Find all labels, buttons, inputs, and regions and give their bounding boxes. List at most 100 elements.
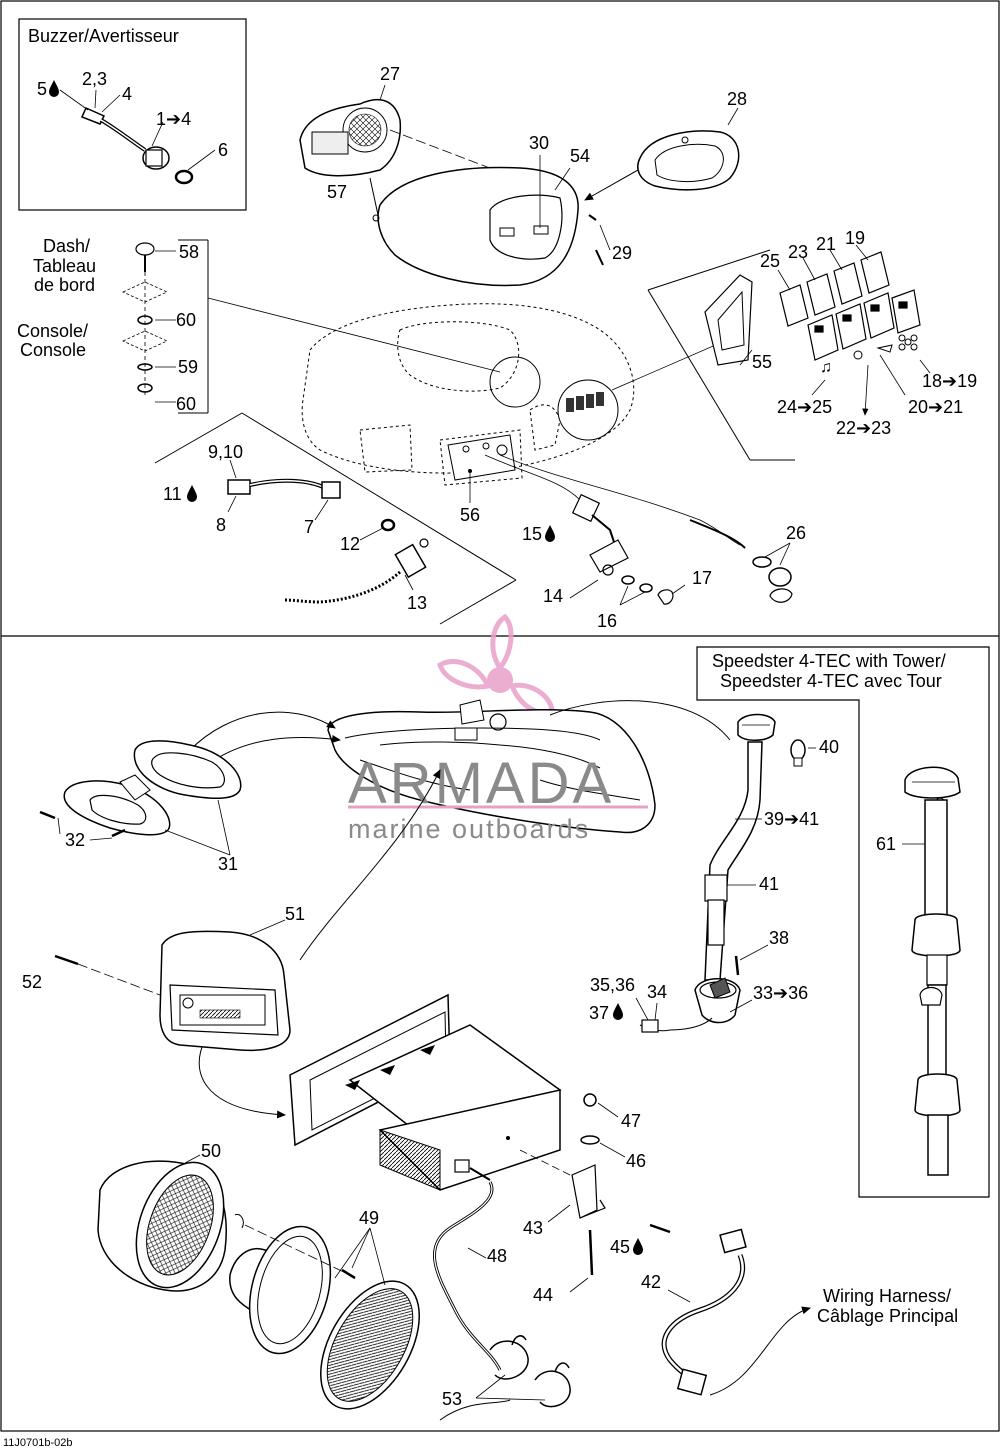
wiring-note-2: Câblage Principal — [817, 1306, 958, 1326]
callout-14: 14 — [543, 586, 563, 606]
callout-17: 17 — [692, 568, 712, 588]
callout-47: 47 — [621, 1111, 641, 1131]
switch-bank-small — [566, 392, 604, 412]
callout-24-25: 24➔25 — [777, 397, 832, 417]
callout-51: 51 — [285, 904, 305, 924]
detail-circle-1 — [489, 356, 541, 408]
console-switch-panel — [447, 434, 741, 606]
callout-13: 13 — [407, 593, 427, 613]
switch-buttons — [807, 289, 921, 361]
callout-34: 34 — [647, 982, 667, 1002]
callout-9-10: 9,10 — [208, 442, 243, 462]
callout-59: 59 — [178, 357, 198, 377]
wiring-harness — [661, 1228, 747, 1396]
callout-11: 11 — [163, 484, 182, 504]
bilge-icon — [853, 350, 863, 360]
callout-42: 42 — [641, 1272, 661, 1292]
callout-31: 31 — [218, 854, 238, 874]
callout-50: 50 — [201, 1141, 221, 1161]
callout-49: 49 — [359, 1208, 379, 1228]
callout-1-4: 1➔4 — [156, 109, 191, 129]
callout-57: 57 — [327, 182, 347, 202]
callout-30: 30 — [529, 133, 549, 153]
callout-60b: 60 — [176, 394, 196, 414]
console-body — [301, 303, 635, 486]
callout-58: 58 — [179, 242, 199, 262]
callout-33-36: 33➔36 — [753, 983, 808, 1003]
switch-plate — [704, 274, 753, 366]
callout-41: 41 — [759, 874, 779, 894]
callout-54: 54 — [570, 146, 590, 166]
callout-48: 48 — [487, 1246, 507, 1266]
callout-27: 27 — [380, 64, 400, 84]
mounting-bracket — [547, 1093, 671, 1293]
callout-6: 6 — [218, 140, 228, 160]
callout-18-19: 18➔19 — [922, 371, 977, 391]
console-note-1: Console/ — [17, 321, 88, 341]
gauge-cluster — [299, 84, 496, 177]
callout-61: 61 — [876, 834, 896, 854]
callout-19: 19 — [845, 228, 865, 248]
callout-53: 53 — [442, 1389, 462, 1409]
speaker-grille — [320, 1227, 420, 1410]
dash-note-3: de bord — [34, 275, 95, 295]
console-note-2: Console — [20, 340, 86, 360]
music-icon: ♫ — [820, 359, 832, 376]
callout-43: 43 — [523, 1218, 543, 1238]
power-outlet — [689, 519, 793, 603]
armada-logo — [436, 613, 555, 715]
callout-23b: 23 — [788, 242, 808, 262]
hardware-bracket — [122, 239, 501, 414]
drop-icon — [545, 525, 555, 542]
dash-note-1: Dash/ — [43, 236, 90, 256]
callout-28: 28 — [727, 89, 747, 109]
callout-38: 38 — [769, 928, 789, 948]
callout-5: 5 — [37, 79, 47, 99]
callout-25: 25 — [760, 251, 780, 271]
drop-icon — [49, 80, 59, 97]
callout-8: 8 — [216, 515, 226, 535]
speaker-driver — [229, 1224, 356, 1355]
callout-2-3: 2,3 — [82, 69, 107, 89]
watermark-tagline: marine outboards — [348, 814, 590, 844]
gauge-lens — [584, 107, 740, 201]
callout-46: 46 — [626, 1151, 646, 1171]
stereo-unit — [289, 993, 581, 1191]
safety-lanyard — [227, 459, 429, 604]
buzzer-box: Buzzer/Avertisseur — [18, 18, 247, 211]
callout-56: 56 — [460, 505, 480, 525]
callout-7: 7 — [304, 517, 314, 537]
callout-52: 52 — [22, 972, 42, 992]
drop-icon — [613, 1003, 623, 1020]
callout-44: 44 — [533, 1285, 553, 1305]
figure-code: 11J0701b-02b — [3, 1437, 73, 1449]
callout-32: 32 — [65, 830, 85, 850]
cable-ties — [475, 1335, 571, 1408]
switch-region-outline — [647, 249, 795, 461]
stereo-cable — [432, 1181, 502, 1371]
drop-icon — [187, 485, 197, 502]
drop-icon — [633, 1238, 643, 1255]
callout-26: 26 — [786, 523, 806, 543]
callout-4: 4 — [122, 84, 132, 104]
callout-45: 45 — [610, 1237, 630, 1257]
watermark-brand: ARMADA — [348, 751, 614, 816]
lanyard-region-outline — [154, 412, 517, 625]
callout-12: 12 — [340, 534, 360, 554]
tower-title-2: Speedster 4-TEC avec Tour — [720, 671, 942, 691]
dash-note-2: Tableau — [33, 256, 96, 276]
vent-flanges — [39, 740, 242, 856]
nav-light-pole — [635, 713, 816, 1033]
horn-icon — [876, 344, 893, 353]
callout-15: 15 — [522, 524, 542, 544]
callout-29: 29 — [612, 243, 632, 263]
callout-60a: 60 — [176, 310, 196, 330]
dash-panel — [369, 155, 611, 287]
callout-22-23: 22➔23 — [836, 418, 891, 438]
speaker-housing — [97, 1154, 244, 1292]
callout-16: 16 — [597, 611, 617, 631]
callout-39-41: 39➔41 — [764, 809, 819, 829]
wiring-note-1: Wiring Harness/ — [823, 1286, 951, 1306]
